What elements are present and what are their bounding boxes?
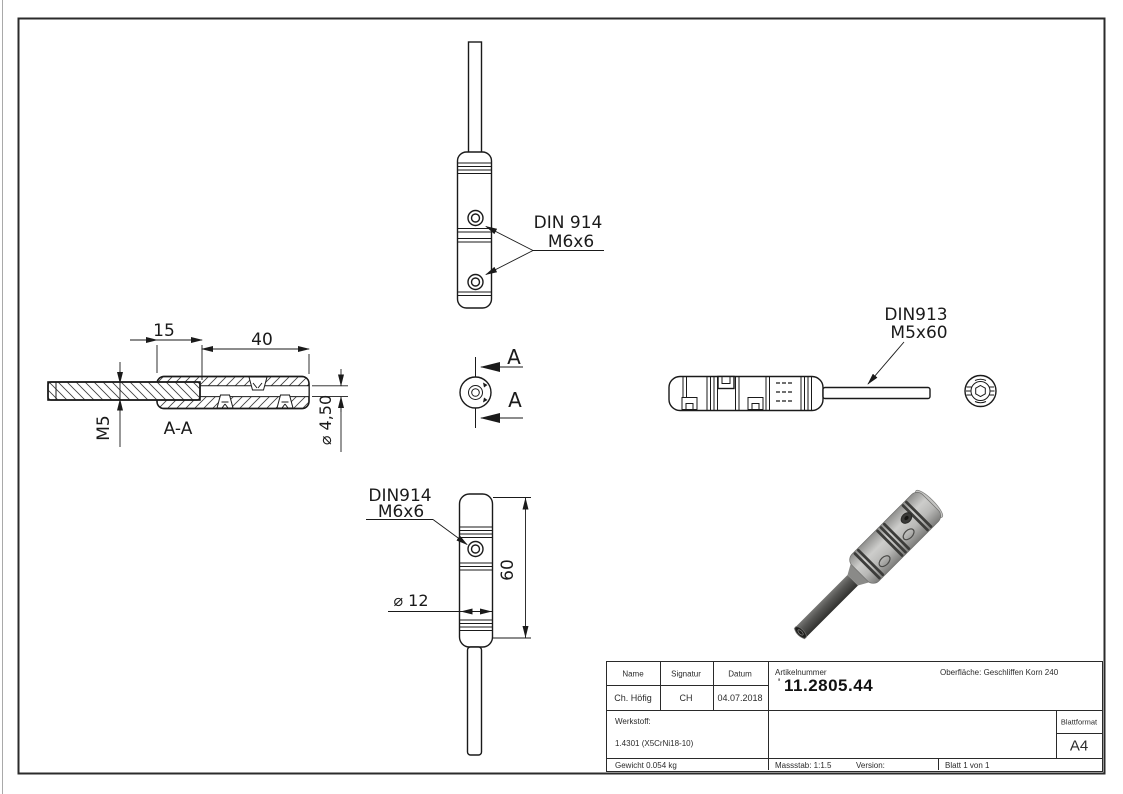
tb-divider (607, 685, 768, 686)
section-label-aa: A-A (164, 419, 193, 439)
section-view: 15 40 M5 ⌀ 4,50 A-A (47, 321, 348, 452)
tb-sheet: Blatt 1 von 1 (945, 761, 990, 770)
tb-divider (938, 758, 939, 770)
tb-date-label: Datum (728, 669, 752, 679)
tb-weight: Gewicht 0.054 kg (615, 761, 677, 770)
tb-name-label: Name (622, 669, 644, 679)
tb-date-value: 04.07.2018 (717, 693, 763, 703)
tb-divider (1056, 710, 1057, 758)
tb-scale: Massstab: 1:1.5 (775, 761, 832, 770)
tb-signature-value: CH (679, 693, 693, 703)
dim-dia-12: ⌀ 12 (393, 591, 428, 610)
end-view-circle (964, 374, 997, 408)
dim-40: 40 (251, 330, 273, 350)
dim-15: 15 (153, 321, 175, 341)
sheet-frame (17, 17, 1106, 775)
callout-din914-top-line2: M6x6 (548, 232, 594, 252)
tb-version-label: Version: (856, 761, 885, 770)
tb-name-value: Ch. Höfig (614, 693, 652, 703)
iso-3d-view (793, 489, 944, 640)
tb-article-tick: ' (778, 677, 781, 687)
dim-60: 60 (498, 559, 518, 581)
section-cut-view: A A (459, 345, 523, 428)
tb-divider (607, 710, 1102, 711)
tb-format-value: A4 (1069, 737, 1089, 755)
side-view: DIN913 M5x60 (668, 305, 997, 412)
tb-divider (1056, 733, 1102, 734)
tb-divider (660, 662, 661, 710)
tb-article-label: Artikelnummer (775, 668, 827, 677)
tb-divider (713, 662, 714, 710)
callout-din914-top-line1: DIN 914 (534, 213, 603, 233)
title-block: Name Signatur Datum Ch. Höfig CH 04.07.2… (606, 661, 1103, 772)
cut-arrow-label-top: A (507, 345, 521, 369)
tb-surface: Oberfläche: Geschliffen Korn 240 (940, 668, 1059, 677)
tb-divider (768, 662, 769, 770)
tb-format-label: Blattformat (1060, 717, 1098, 727)
callout-din913-line2: M5x60 (890, 323, 947, 343)
bottom-view: DIN914 M6x6 60 ⌀ 12 (366, 486, 531, 756)
tb-article-number: 11.2805.44 (784, 676, 874, 695)
callout-din913-line1: DIN913 (884, 305, 947, 325)
tb-divider (607, 758, 1102, 759)
page-edge (2, 0, 3, 794)
callout-din914-bottom-line2: M6x6 (378, 502, 424, 522)
dim-m5: M5 (94, 415, 114, 440)
cut-arrow-label-bottom: A (508, 388, 522, 412)
tb-material-label: Werkstoff: (615, 717, 651, 726)
front-view: DIN 914 M6x6 (456, 41, 604, 309)
dim-dia-4-50: ⌀ 4,50 (316, 395, 335, 445)
tb-signature-label: Signatur (671, 669, 701, 679)
tb-material-value: 1.4301 (X5CrNi18-10) (615, 739, 694, 748)
callout-din914-bottom-line1: DIN914 (368, 486, 431, 506)
